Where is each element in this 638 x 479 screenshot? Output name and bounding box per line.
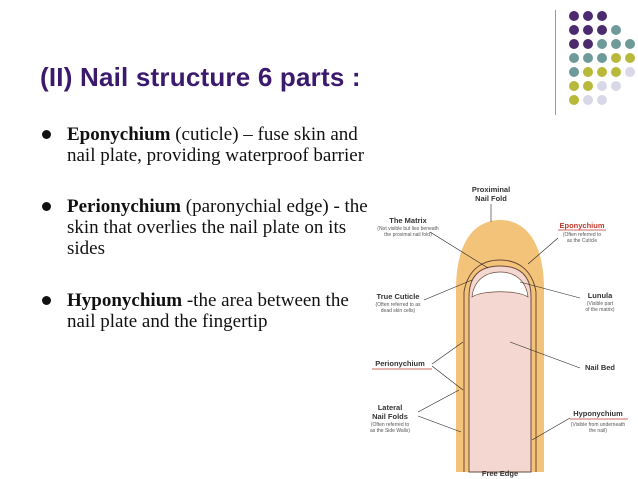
pointer-line: [527, 237, 559, 265]
decor-dot: [583, 25, 593, 35]
bullet-dot-icon: [42, 130, 51, 139]
label-proximal-nail-fold: Nail Fold: [475, 194, 507, 203]
decor-dot: [597, 39, 607, 49]
decor-dot: [583, 11, 593, 21]
lunula-shape: [471, 271, 529, 298]
pointer-line: [417, 415, 462, 433]
decor-dot: [625, 53, 635, 63]
decor-dot: [597, 11, 607, 21]
bullet-eponychium: Eponychium (cuticle) – fuse skin and nai…: [40, 124, 370, 166]
label-hyponychium: Hyponychium: [573, 409, 623, 418]
decor-dot: [611, 67, 621, 77]
pointer-line: [431, 365, 464, 391]
decor-dot: [583, 39, 593, 49]
decorative-dot-grid: [569, 11, 635, 105]
decor-dot: [569, 81, 579, 91]
decor-dot: [611, 25, 621, 35]
decor-dot: [597, 67, 607, 77]
decor-dot: [611, 81, 621, 91]
label-eponychium: Eponychium: [559, 221, 604, 230]
decor-dot: [569, 53, 579, 63]
bullet-dot-icon: [42, 202, 51, 211]
decor-dot: [597, 95, 607, 105]
decor-dot: [569, 95, 579, 105]
bullet-dot-icon: [42, 296, 51, 305]
bullet-list: Eponychium (cuticle) – fuse skin and nai…: [40, 124, 370, 332]
decor-dot: [583, 53, 593, 63]
label-matrix-note: the proximal nail fold): [384, 232, 432, 238]
bullet-term: Eponychium: [67, 124, 171, 145]
nail-plate: [468, 265, 532, 473]
label-proximal-nail-fold: Proximinal: [472, 185, 510, 194]
label-matrix-note: (Not visible but lies beneath: [377, 226, 439, 232]
bullet-text: -the area between the nail plate and the…: [67, 290, 349, 332]
decor-dot: [597, 53, 607, 63]
label-free-edge: Free Edge: [482, 469, 518, 478]
decor-dot: [625, 67, 635, 77]
label-nail-bed: Nail Bed: [585, 363, 615, 372]
label-lateral-nail-folds: Nail Folds: [372, 412, 408, 421]
label-lunula-note: of the matrix): [585, 307, 615, 313]
decor-dot: [611, 53, 621, 63]
label-lateral-nail-folds: Lateral: [378, 403, 403, 412]
title-divider-line: [555, 10, 556, 115]
label-true-cuticle-note: dead skin cells): [381, 308, 416, 314]
label-lunula-note: (Visible part: [587, 301, 614, 307]
pointer-line: [417, 389, 460, 413]
bullet-hyponychium: Hyponychium -the area between the nail p…: [40, 290, 370, 332]
decor-dot: [597, 81, 607, 91]
decor-dot: [569, 67, 579, 77]
bullet-text: (cuticle) – fuse skin and nail plate, pr…: [67, 124, 365, 166]
decor-dot: [569, 39, 579, 49]
decor-dot: [597, 25, 607, 35]
pointer-line: [509, 341, 581, 369]
label-lunula: Lunula: [588, 291, 613, 300]
decor-dot: [583, 67, 593, 77]
label-hyponychium-note: the nail): [589, 428, 607, 434]
label-eponychium-note: as the Cuticle: [567, 238, 598, 244]
decor-dot: [611, 39, 621, 49]
cuticle-curve: [463, 259, 537, 293]
decor-dot: [583, 81, 593, 91]
label-matrix: The Matrix: [389, 216, 427, 225]
decor-dot: [569, 11, 579, 21]
label-perionychium: Perionychium: [375, 359, 425, 368]
pointer-line: [429, 231, 489, 269]
label-hyponychium-note: (Visible from underneath: [571, 422, 626, 428]
slide-title: (II) Nail structure 6 parts :: [40, 62, 361, 92]
pointer-line: [423, 279, 473, 301]
label-eponychium-note: (Often referred to: [563, 232, 602, 238]
pointer-line: [519, 281, 581, 299]
bullet-text: (paronychial edge) - the skin that overl…: [67, 196, 368, 259]
decor-dot: [569, 25, 579, 35]
bullet-term: Perionychium: [67, 196, 181, 217]
label-true-cuticle: True Cuticle: [377, 292, 420, 301]
pointer-line: [431, 341, 464, 365]
bullet-perionychium: Perionychium (paronychial edge) - the sk…: [40, 196, 370, 259]
decor-dot: [625, 39, 635, 49]
nail-structure-diagram: Proximinal Nail Fold The Matrix (Not vis…: [370, 185, 628, 478]
bullet-term: Hyponychium: [67, 290, 183, 311]
label-lateral-nail-folds-note: as the Side Walls): [370, 428, 410, 434]
pointer-line: [531, 417, 571, 441]
label-lateral-nail-folds-note: (Often referred to: [371, 422, 410, 428]
label-true-cuticle-note: (Often referred to as: [375, 302, 421, 308]
decor-dot: [583, 95, 593, 105]
